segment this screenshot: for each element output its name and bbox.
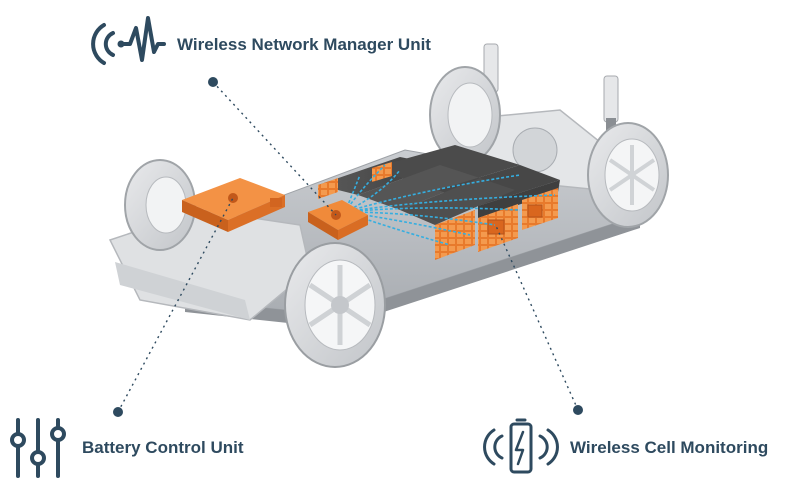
leader-line-bcu: [117, 197, 234, 413]
cell-monitor-node: [487, 219, 505, 235]
wireless-battery-icon: [483, 418, 559, 474]
leader-dot-bcu: [113, 407, 123, 417]
wheel-front-right: [284, 242, 386, 368]
cell-monitor-node: [527, 204, 543, 218]
leader-lines: [117, 81, 579, 413]
wireless-network-manager-module: [308, 200, 368, 240]
wheel-front-left: [124, 159, 196, 251]
wheel-rear-left: [429, 66, 501, 164]
leader-line-wnmu: [212, 81, 337, 216]
label-wireless-network-manager-unit: Wireless Network Manager Unit: [177, 35, 431, 54]
sliders-icon: [10, 418, 66, 478]
leader-dot-wcm: [573, 405, 583, 415]
battery-pack: [318, 145, 560, 260]
battery-control-unit-module: [182, 178, 285, 232]
cell-module-front-1: [435, 210, 475, 260]
signal-pulse-icon: [91, 16, 166, 65]
label-wireless-cell-monitoring: Wireless Cell Monitoring: [570, 438, 769, 457]
label-battery-control-unit: Battery Control Unit: [82, 438, 244, 457]
wheel-rear-right: [587, 122, 669, 228]
leader-dot-wnmu: [208, 77, 218, 87]
